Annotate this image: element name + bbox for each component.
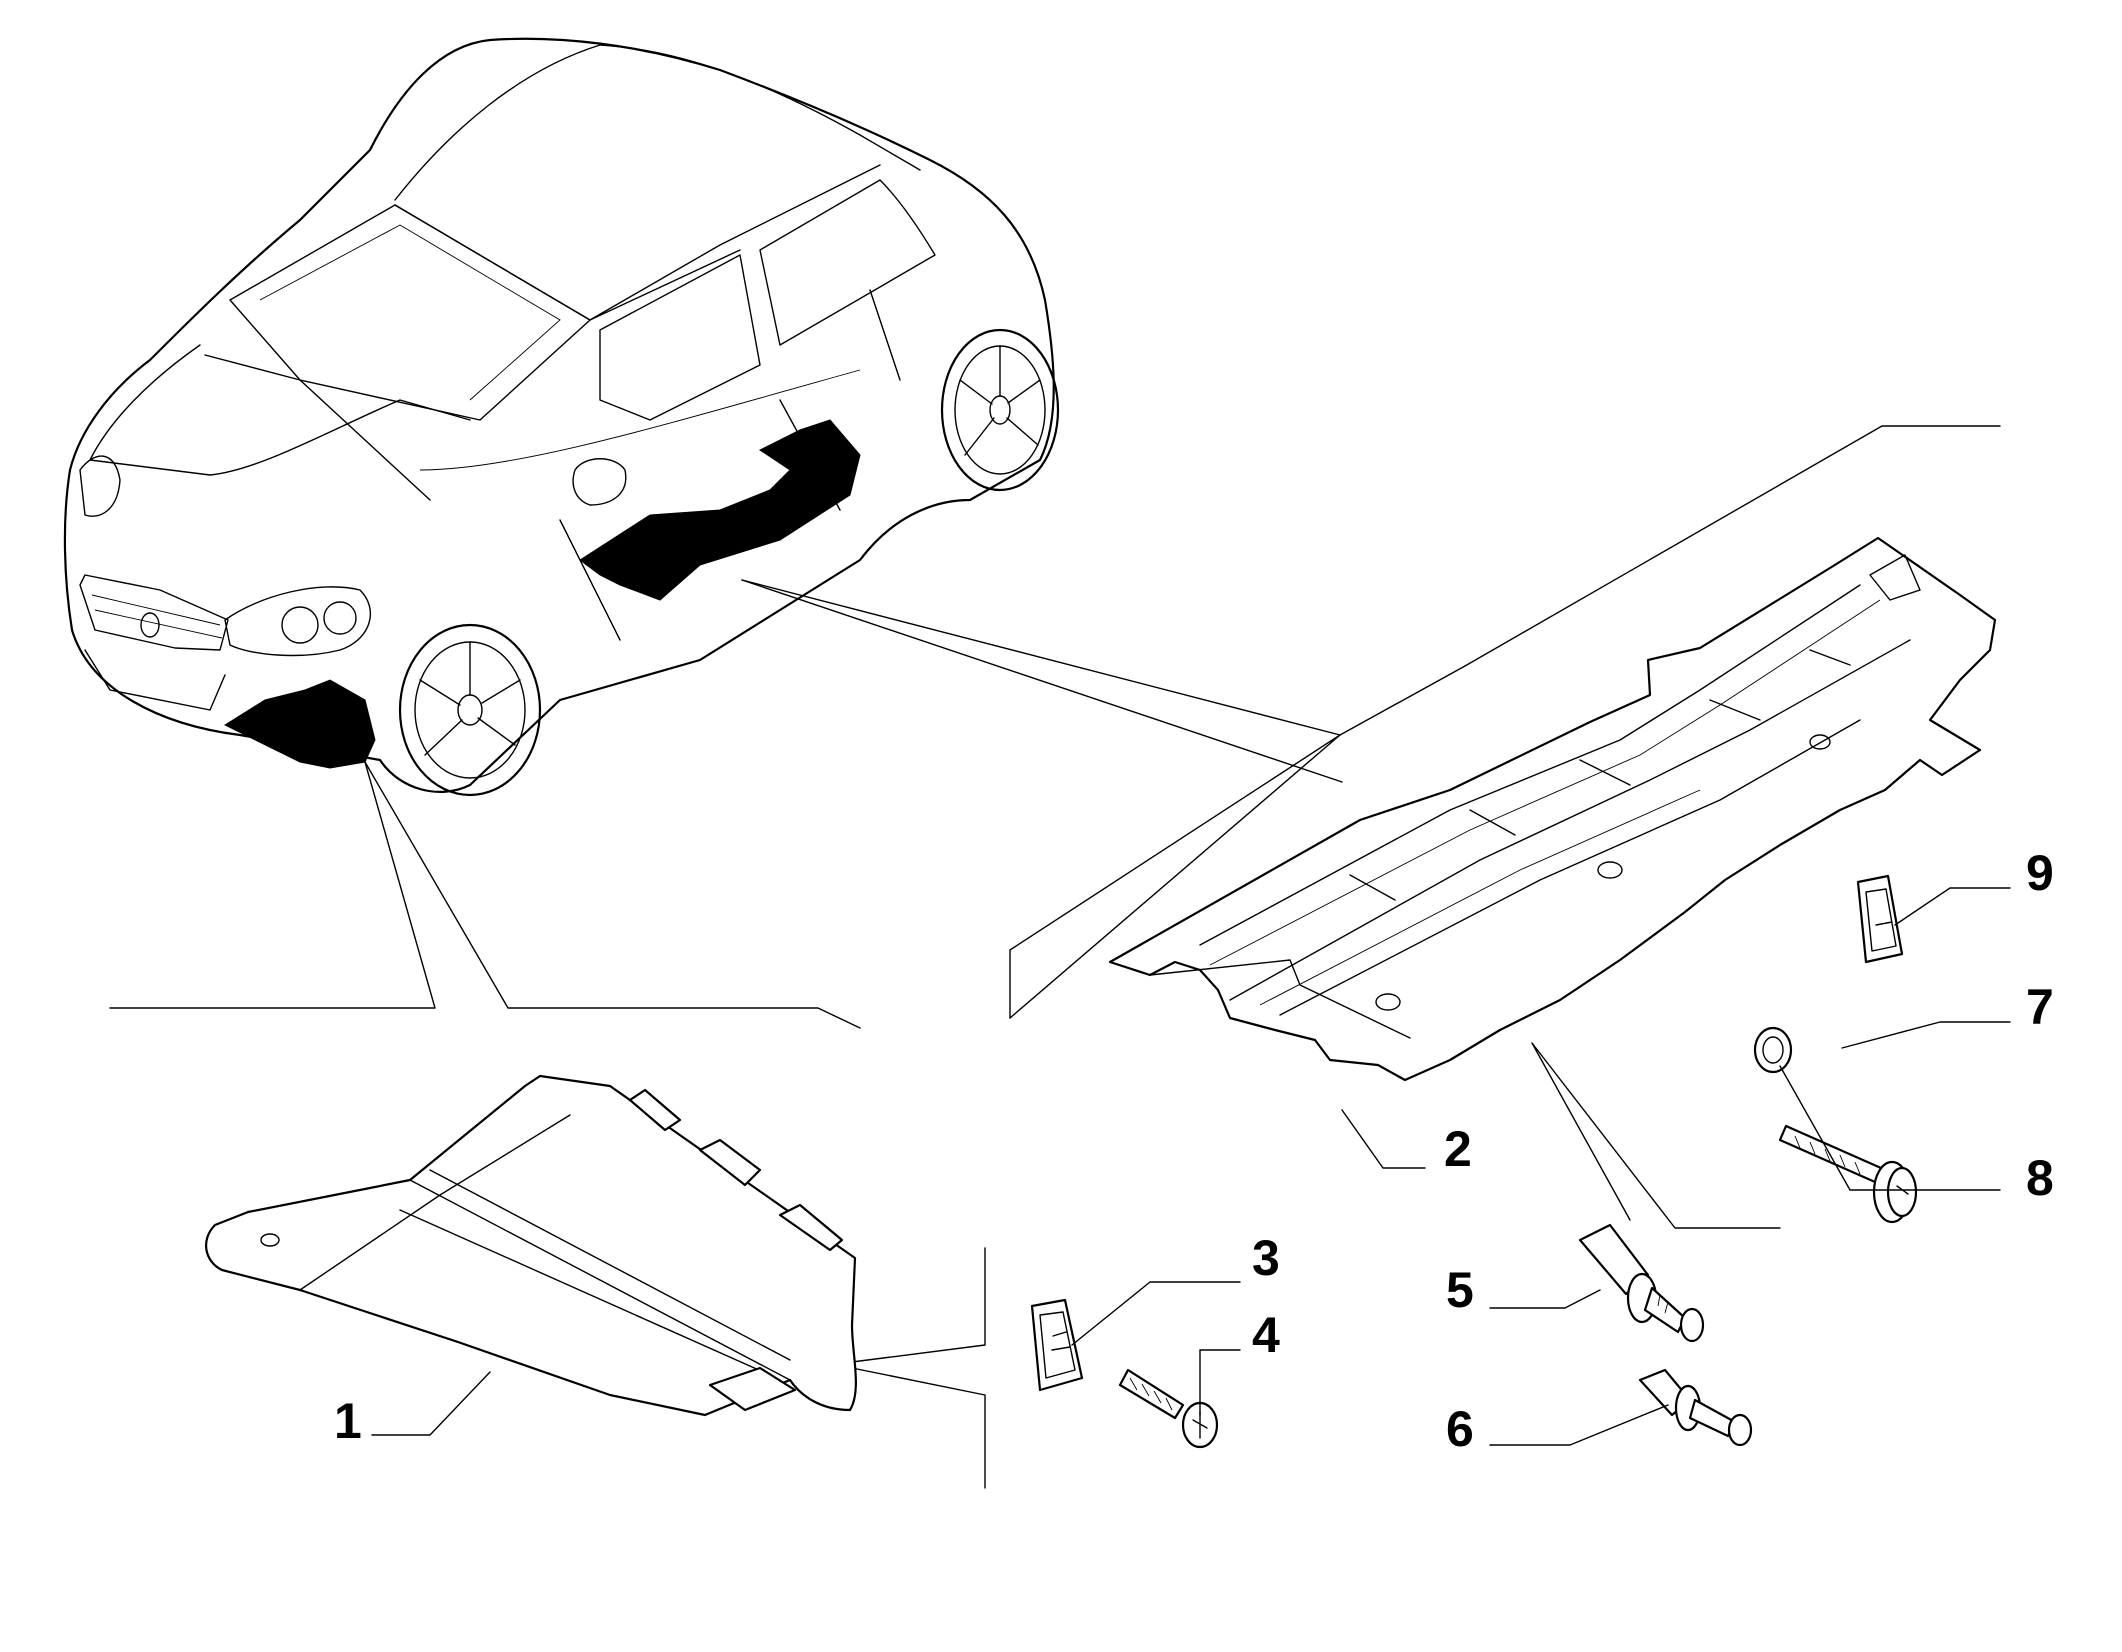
callout-leaders (371, 887, 2011, 1446)
callout-5: 5 (1446, 1262, 1474, 1318)
callout-7: 7 (2026, 979, 2054, 1035)
callout-6: 6 (1446, 1401, 1474, 1457)
rear-wheel (940, 328, 1060, 492)
car-front-shield-highlight (223, 679, 376, 769)
callout-8: 8 (2026, 1150, 2054, 1206)
part-3-spring-nut-clip (1030, 1298, 1084, 1392)
callout-1: 1 (334, 1393, 362, 1449)
part-7-flange-screw (1778, 1124, 1918, 1224)
part-1-front-underbody-shield (205, 1074, 857, 1417)
part-2-central-underbody-panel (1108, 536, 1997, 1082)
part-6-push-pin (1638, 1368, 1753, 1447)
callout-3: 3 (1252, 1230, 1280, 1286)
part-9-spring-nut-clip (1856, 874, 1904, 964)
callout-labels: 1 2 3 4 5 6 7 8 9 (334, 845, 2054, 1457)
part-8-washer (1753, 1026, 1793, 1074)
car-central-panel-highlight (579, 419, 861, 601)
callout-2: 2 (1444, 1121, 1472, 1177)
leader-lines (109, 425, 2001, 1489)
callout-4: 4 (1252, 1307, 1280, 1363)
front-wheel (398, 623, 542, 797)
callout-9: 9 (2026, 845, 2054, 901)
car-illustration (63, 37, 1060, 797)
part-5-expanding-rivet (1578, 1223, 1705, 1343)
part-4-bolt (1118, 1368, 1219, 1449)
